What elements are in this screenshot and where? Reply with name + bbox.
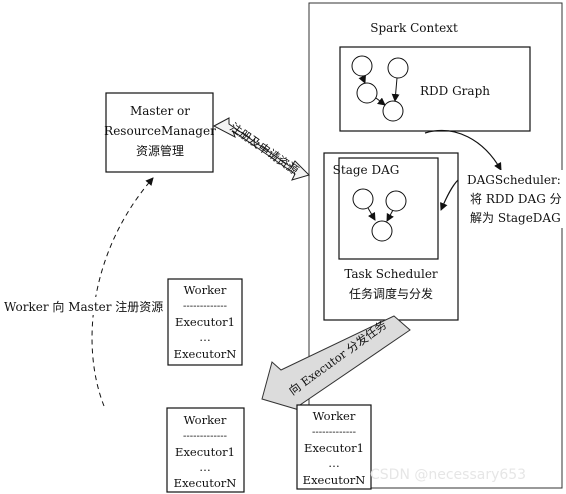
worker-divider: -------------: [183, 301, 227, 312]
master-line2: ResourceManager: [104, 124, 216, 138]
rdd-node: [387, 57, 409, 79]
register-arrow-label: 注册及申请资源: [227, 120, 301, 178]
task-scheduler-subtitle: 任务调度与分发: [349, 286, 433, 301]
rdd-node: [356, 82, 378, 104]
executor-first: Executor1: [304, 441, 364, 455]
watermark-text: CSDN @necessary653: [370, 467, 526, 483]
executor-ellipsis: …: [328, 456, 340, 470]
rdd-graph-box: RDD Graph: [339, 46, 531, 132]
spark-context-title: Spark Context: [370, 21, 458, 35]
register-double-arrow: 注册及申请资源: [212, 117, 310, 181]
rdd-node: [382, 100, 404, 122]
executor-first: Executor1: [175, 315, 235, 329]
rdd-to-dag-arrow: [424, 129, 502, 171]
worker-divider: -------------: [312, 427, 356, 438]
stage-node: [352, 188, 374, 210]
worker-title: Worker: [313, 409, 356, 423]
dag-note-line1: DAGScheduler:: [467, 173, 561, 187]
stage-dag-box: Stage DAG: [333, 157, 439, 260]
executor-last: ExecutorN: [174, 347, 237, 361]
executor-ellipsis: …: [199, 330, 211, 344]
worker-register-curve: [91, 177, 154, 407]
executor-last: ExecutorN: [303, 473, 366, 487]
task-scheduler-title: Task Scheduler: [344, 267, 438, 281]
worker-register-bg: [2, 297, 150, 315]
worker-title: Worker: [184, 413, 227, 427]
executor-ellipsis: …: [199, 460, 211, 474]
worker-title: Worker: [184, 283, 227, 297]
dag-to-stage-arrow: [440, 179, 459, 211]
rdd-node: [351, 55, 373, 77]
worker-divider: -------------: [183, 431, 227, 442]
master-line3: 资源管理: [136, 143, 184, 158]
worker-box: Worker ------------- Executor1 … Executo…: [166, 407, 245, 493]
worker-register-label: Worker 向 Master 注册资源: [4, 299, 163, 314]
master-box: Master or ResourceManager 资源管理: [104, 92, 216, 173]
stage-node: [385, 190, 407, 212]
executor-last: ExecutorN: [174, 476, 237, 490]
stage-dag-label: Stage DAG: [333, 163, 400, 177]
worker-box: Worker ------------- Executor1 … Executo…: [296, 404, 372, 490]
dag-note-line2: 将 RDD DAG 分: [470, 192, 562, 206]
master-line1: Master or: [130, 104, 190, 118]
executor-first: Executor1: [175, 445, 235, 459]
dag-note-line3: 解为 StageDAG: [470, 211, 561, 225]
worker-box: Worker ------------- Executor1 … Executo…: [167, 278, 243, 366]
dag-scheduler-note: DAGScheduler: 将 RDD DAG 分 解为 StageDAG: [465, 170, 563, 228]
rdd-graph-label: RDD Graph: [420, 84, 490, 98]
stage-node: [371, 220, 393, 242]
